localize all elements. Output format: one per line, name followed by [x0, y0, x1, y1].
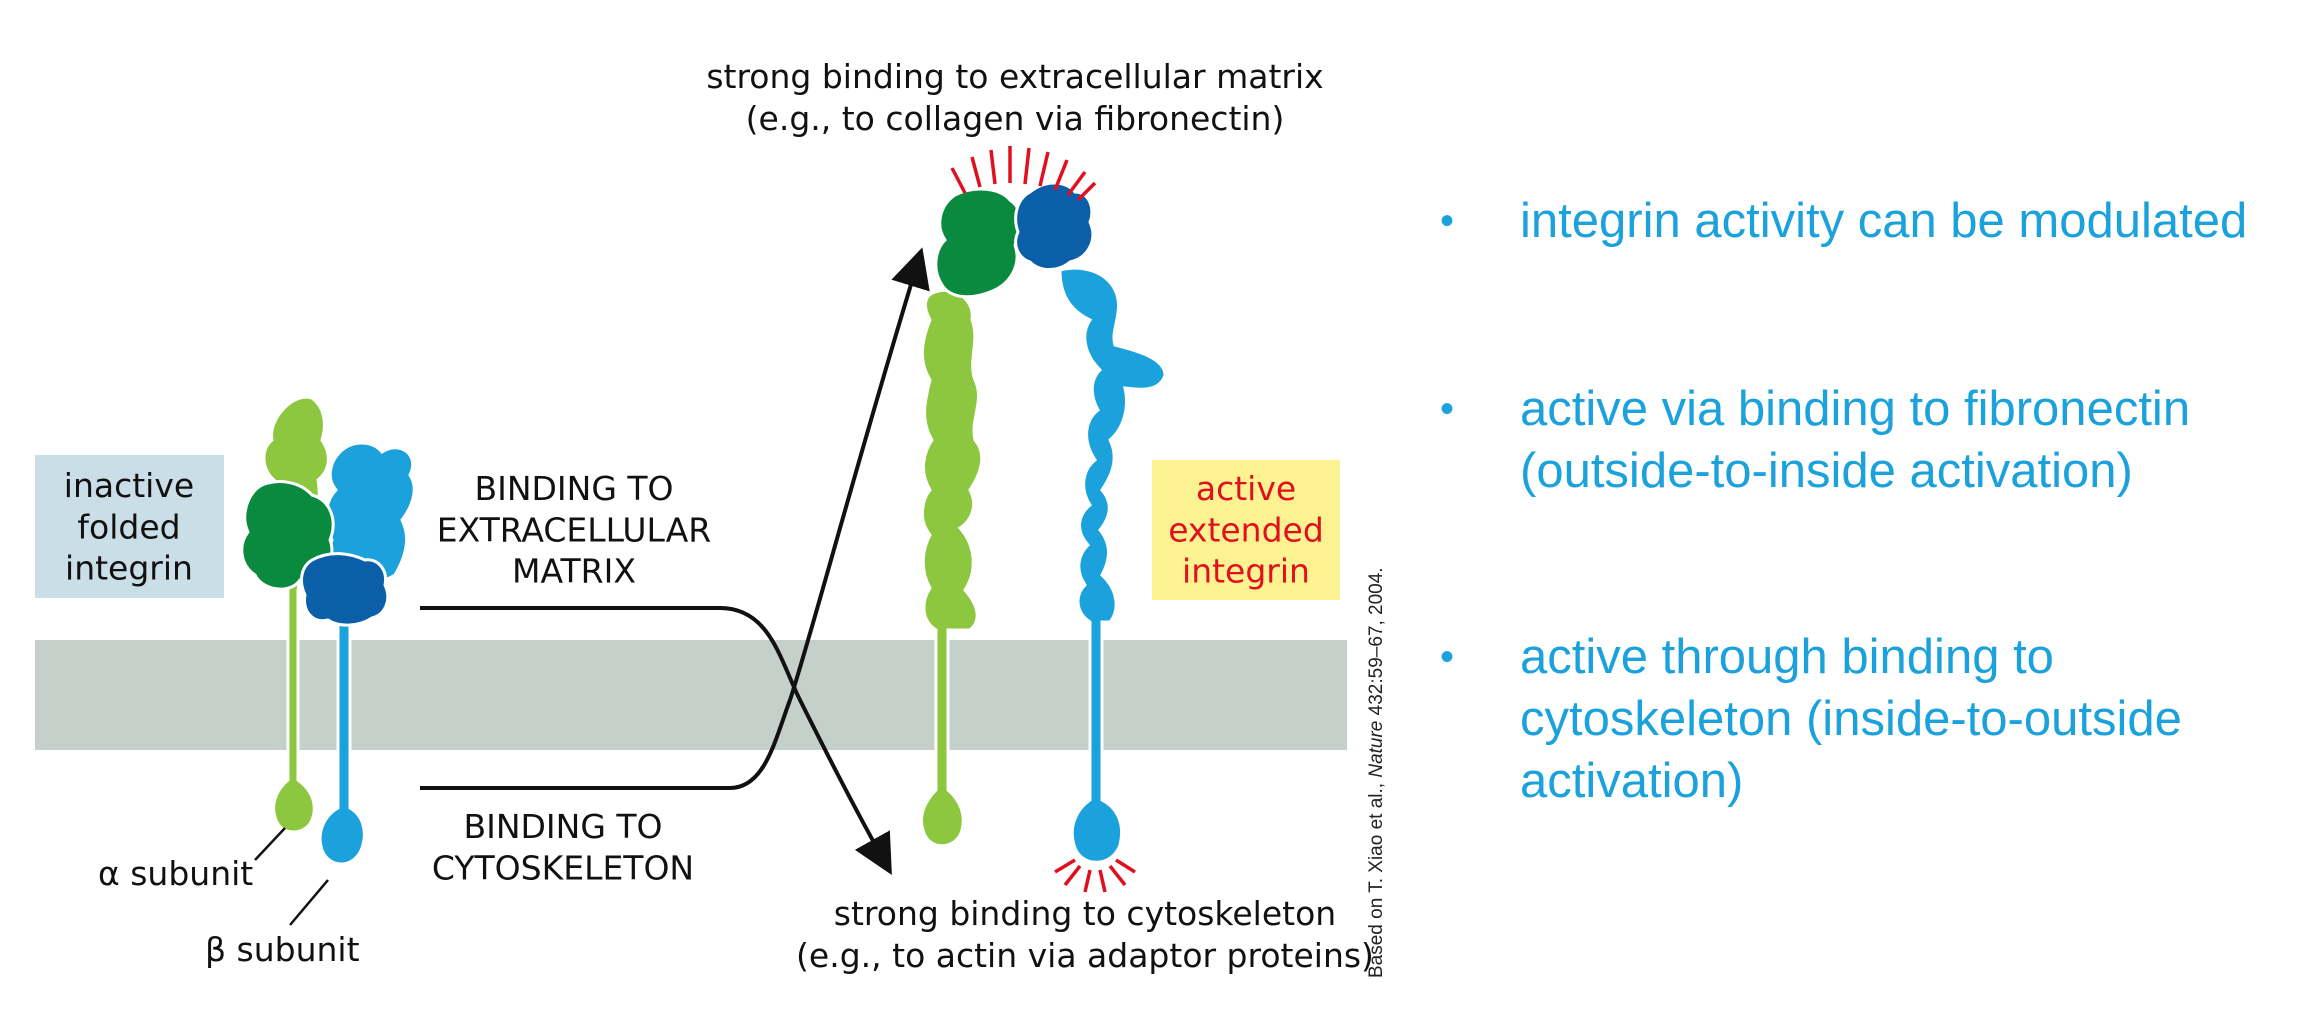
active-extended-integrin [920, 181, 1167, 864]
bottom-caption-line1: strong binding to cytoskeleton [834, 894, 1336, 933]
bullet-dot: • [1440, 199, 1455, 243]
active-label-box [1152, 460, 1340, 600]
bullet-text: active through binding to cytoskeleton (… [1520, 630, 2182, 808]
top-caption-line1: strong binding to extracellular matrix [706, 57, 1323, 96]
ecm-binding-rays [950, 146, 1097, 202]
top-caption-line2: (e.g., to collagen via fibronectin) [746, 99, 1285, 138]
beta-subunit-label: β subunit [205, 930, 360, 969]
bullet-text: integrin activity can be modulated [1520, 194, 2248, 248]
ecm-binding-path [420, 606, 892, 875]
cytoskeleton-binding-rays [1054, 858, 1136, 893]
bullet-dot: • [1440, 635, 1455, 679]
bottom-caption-line2: (e.g., to actin via adaptor proteins) [796, 936, 1374, 975]
cytoskeleton-binding-path [420, 247, 930, 790]
source-credit: Based on T. Xiao et al., Nature 432:59–6… [1366, 567, 1387, 978]
bullet-dot: • [1440, 387, 1455, 431]
beta-pointer-line [289, 879, 329, 926]
inactive-folded-integrin [240, 395, 416, 866]
bullet-text: active via binding to fibronectin (outsi… [1520, 382, 2191, 498]
inactive-label-box [35, 455, 224, 598]
cell-membrane [35, 640, 1347, 750]
alpha-subunit-label: α subunit [98, 854, 253, 893]
alpha-pointer-line [254, 827, 286, 861]
